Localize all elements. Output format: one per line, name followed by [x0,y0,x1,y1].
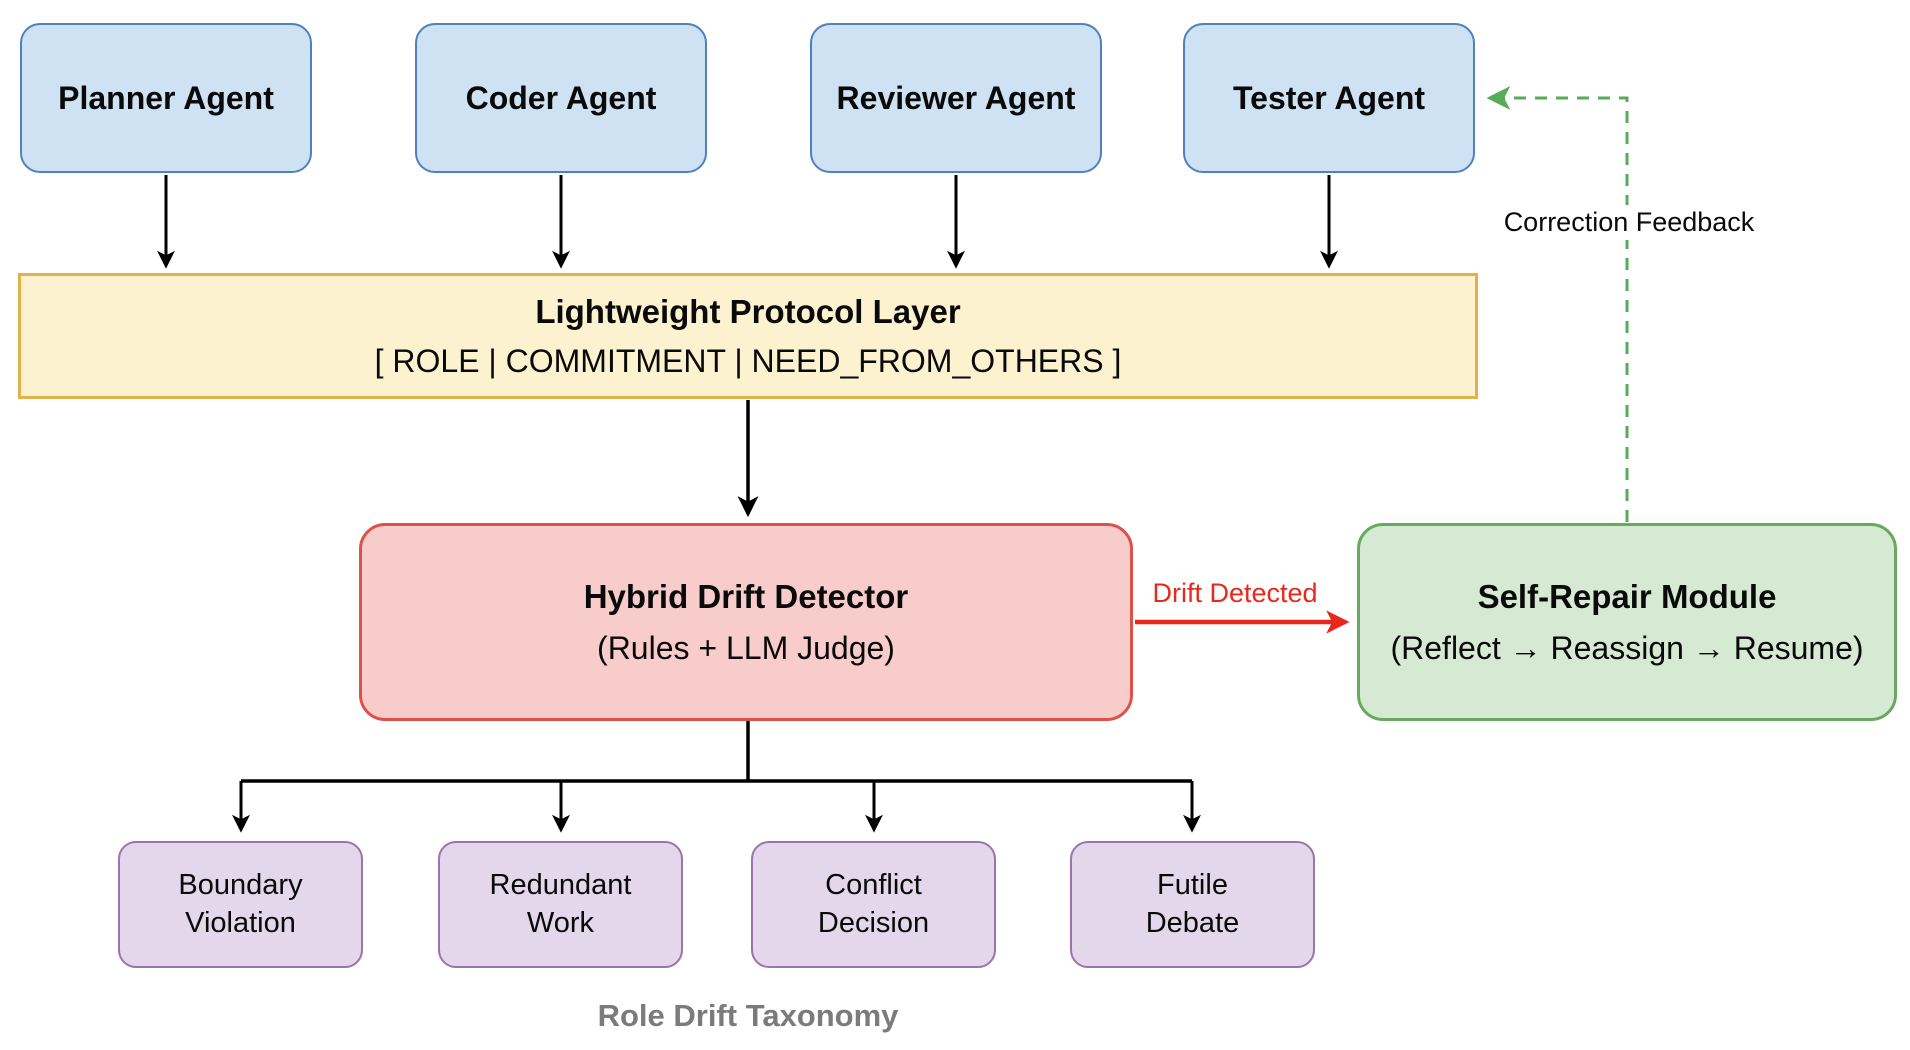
drift-detected-label: Drift Detected [1152,578,1318,608]
self-repair-title: Self-Repair Module [1477,577,1777,615]
redundant-work-line2: Work [526,906,595,939]
arrow-selfrepair-to-tester-feedback [1486,86,1629,522]
node-boundary-violation: Boundary Violation [118,841,363,968]
node-coder-agent: Coder Agent [415,23,707,173]
reviewer-agent-label: Reviewer Agent [836,79,1076,116]
node-conflict-decision: Conflict Decision [751,841,996,968]
self-repair-subtitle: (Reflect → Reassign → Resume) [1390,630,1864,667]
node-planner-agent: Planner Agent [20,23,312,173]
protocol-layer-title: Lightweight Protocol Layer [535,293,961,331]
conflict-decision-line2: Decision [817,906,930,939]
conflict-decision-line1: Conflict [825,868,922,901]
redundant-work-line1: Redundant [489,868,632,901]
futile-debate-line2: Debate [1145,906,1240,939]
node-futile-debate: Futile Debate [1070,841,1315,968]
drift-detector-title: Hybrid Drift Detector [583,577,909,615]
planner-agent-label: Planner Agent [58,79,274,116]
node-redundant-work: Redundant Work [438,841,683,968]
node-reviewer-agent: Reviewer Agent [810,23,1102,173]
boundary-violation-line1: Boundary [178,868,303,901]
correction-feedback-label: Correction Feedback [1470,205,1788,240]
tester-agent-label: Tester Agent [1232,79,1426,116]
node-tester-agent: Tester Agent [1183,23,1475,173]
node-hybrid-drift-detector: Hybrid Drift Detector (Rules + LLM Judge… [359,523,1133,721]
taxonomy-caption: Role Drift Taxonomy [597,998,899,1033]
futile-debate-line1: Futile [1157,868,1228,901]
drift-detector-subtitle: (Rules + LLM Judge) [597,630,895,667]
protocol-layer-schema: [ ROLE | COMMITMENT | NEED_FROM_OTHERS ] [374,342,1122,379]
node-protocol-layer: Lightweight Protocol Layer [ ROLE | COMM… [18,273,1478,399]
boundary-violation-line2: Violation [185,906,296,939]
node-self-repair-module: Self-Repair Module (Reflect → Reassign →… [1357,523,1897,721]
coder-agent-label: Coder Agent [465,79,657,116]
